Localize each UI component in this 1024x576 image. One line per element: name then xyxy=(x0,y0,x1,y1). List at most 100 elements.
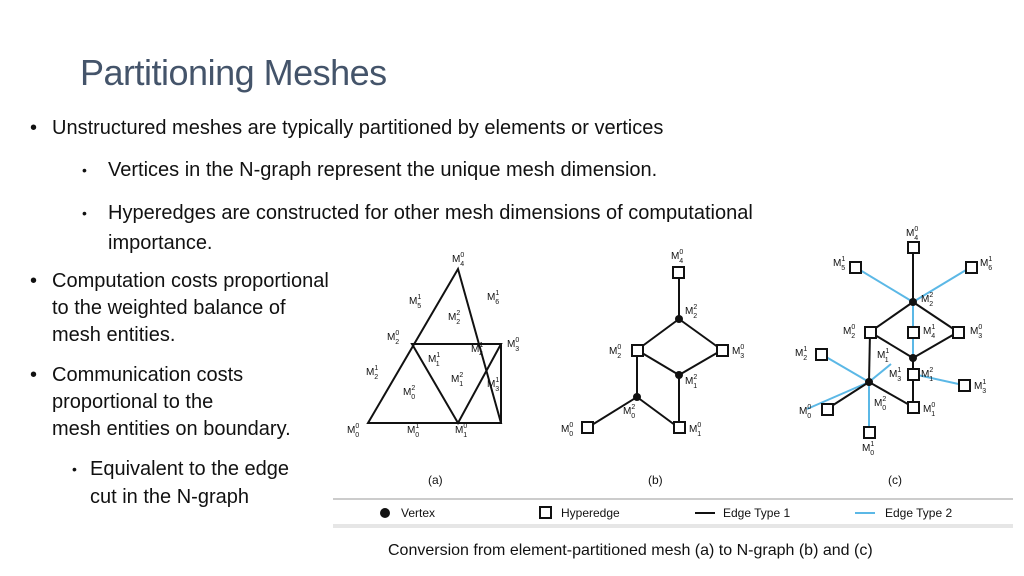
panel-label-a: (a) xyxy=(428,473,443,487)
figure-caption: Conversion from element-partitioned mesh… xyxy=(388,542,873,559)
panel-c-edges-type2 xyxy=(806,266,972,432)
legend-edge1-label: Edge Type 1 xyxy=(723,506,790,520)
hyperedge-node xyxy=(965,261,978,274)
hyperedge-node xyxy=(815,348,828,361)
legend-vertex-label: Vertex xyxy=(401,506,435,520)
hyperedge-node xyxy=(673,421,686,434)
bullet-text: Vertices in the N-graph represent the un… xyxy=(108,159,658,181)
hyperedge-node xyxy=(672,266,685,279)
bullet-text: mesh entities. xyxy=(52,324,176,346)
legend-hyperedge-label: Hyperedge xyxy=(561,506,620,520)
legend-vertex-swatch xyxy=(380,508,390,518)
hyperedge-node xyxy=(907,401,920,414)
vertex-node xyxy=(675,371,683,379)
bullet-dot: • xyxy=(72,461,77,477)
mesh-inner-triangle xyxy=(410,343,503,426)
panel-c-edges-type1 xyxy=(826,247,959,410)
vertex-node xyxy=(909,354,917,362)
bullet-dot: • xyxy=(82,162,87,178)
bullet-1b-cont: importance. xyxy=(108,229,213,257)
vertex-node xyxy=(675,315,683,323)
bullet-1a: • Vertices in the N-graph represent the … xyxy=(82,156,658,184)
bullet-2: • Computation costs proportional to the … xyxy=(30,268,329,349)
bullet-text: Equivalent to the edge xyxy=(90,458,290,480)
bullet-text: mesh entities on boundary. xyxy=(52,418,291,440)
bullet-dot: • xyxy=(30,364,38,386)
panel-label-c: (c) xyxy=(888,473,902,487)
bullet-text: to the weighted balance of xyxy=(52,297,286,319)
bullet-1: • Unstructured meshes are typically part… xyxy=(30,114,664,142)
bullet-dot: • xyxy=(82,205,87,221)
legend-edge2-label: Edge Type 2 xyxy=(885,506,952,520)
bullet-text: Unstructured meshes are typically partit… xyxy=(52,117,664,139)
bullet-dot: • xyxy=(30,270,38,292)
hyperedge-node xyxy=(958,379,971,392)
panel-label-b: (b) xyxy=(648,473,663,487)
legend-bottom-bar xyxy=(333,524,1013,528)
legend-hyperedge-swatch xyxy=(539,506,552,519)
vertex-node xyxy=(633,393,641,401)
hyperedge-node xyxy=(907,326,920,339)
bullet-text: Communication costs xyxy=(52,364,244,386)
bullet-text: Computation costs proportional xyxy=(52,270,329,292)
legend: Vertex Hyperedge Edge Type 1 Edge Type 2 xyxy=(333,498,1013,528)
bullet-3: • Communication costs proportional to th… xyxy=(30,362,291,443)
bullet-3a: • Equivalent to the edge cut in the N-gr… xyxy=(72,455,290,511)
hyperedge-node xyxy=(631,344,644,357)
panel-c-nodes xyxy=(815,241,978,439)
hyperedge-node xyxy=(952,326,965,339)
panel-b-graph xyxy=(586,273,723,429)
hyperedge-node xyxy=(863,426,876,439)
hyperedge-node xyxy=(864,326,877,339)
bullet-1b: • Hyperedges are constructed for other m… xyxy=(82,199,753,227)
hyperedge-node xyxy=(849,261,862,274)
vertex-node xyxy=(909,298,917,306)
bullet-text: proportional to the xyxy=(52,391,214,413)
panel-a-mesh xyxy=(366,266,503,426)
bullet-text: Hyperedges are constructed for other mes… xyxy=(108,202,753,224)
bullet-text: cut in the N-graph xyxy=(90,486,249,508)
hyperedge-node xyxy=(907,241,920,254)
panel-b-nodes xyxy=(581,266,729,434)
bullet-text: importance. xyxy=(108,232,213,254)
hyperedge-node xyxy=(907,368,920,381)
